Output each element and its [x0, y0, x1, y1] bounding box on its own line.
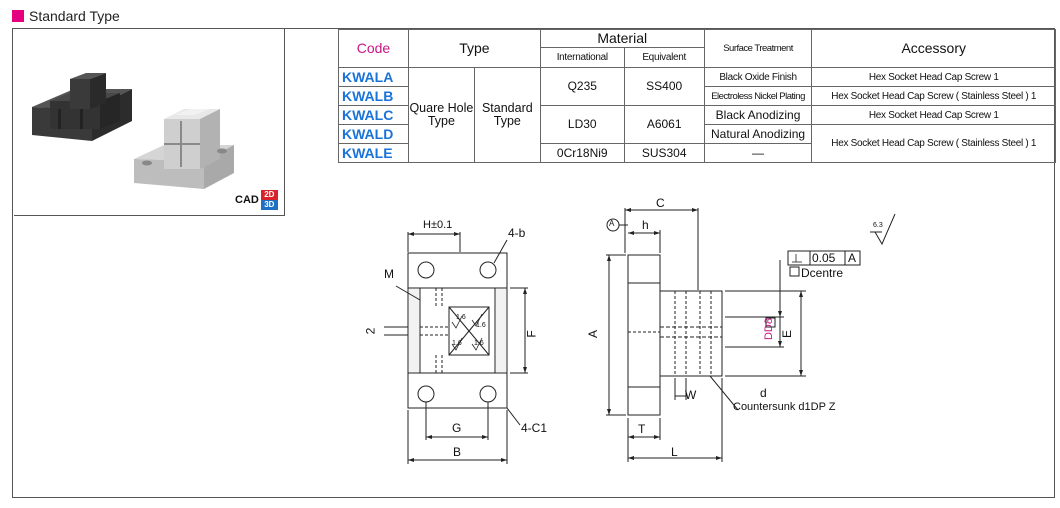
mat-0cr18ni9: 0Cr18Ni9	[539, 143, 625, 163]
dim-t: T	[638, 422, 646, 436]
dim-e: E	[780, 329, 795, 339]
col-type-header: Type	[407, 29, 541, 68]
dim-c: C	[656, 196, 665, 210]
dim-a: A	[586, 329, 601, 339]
dim-w: W	[685, 388, 697, 402]
type-standard: Standard Type	[473, 67, 541, 163]
col-accessory-header: Accessory	[811, 29, 1056, 68]
mat-a6061: A6061	[623, 105, 705, 144]
product-photo	[14, 29, 285, 216]
content-frame	[12, 28, 1055, 498]
mat-ss400: SS400	[623, 67, 705, 106]
cad-2d: 2D	[260, 189, 278, 200]
dim-d: d	[760, 386, 767, 400]
code-kwald[interactable]: KWALD	[338, 124, 409, 144]
hole-top-left	[417, 261, 435, 279]
surface-none: —	[703, 143, 813, 163]
cad-3d: 3D	[260, 199, 278, 210]
col-material-header: Material	[539, 29, 705, 48]
roughness-6-3: 6.3	[873, 222, 883, 229]
dim-h-tolerance: H±0.1	[423, 219, 453, 231]
roughness-2: 1.6	[476, 322, 486, 329]
hole-bottom-left	[417, 385, 435, 403]
hole-bottom-right	[479, 385, 497, 403]
dim-f: F	[524, 330, 539, 338]
dim-l: L	[671, 445, 678, 459]
dim-b: B	[453, 445, 462, 459]
side-view-outline	[627, 254, 661, 416]
product-illustration	[32, 73, 234, 189]
roughness-1: 1.6	[456, 314, 466, 321]
accessory-de: Hex Socket Head Cap Screw ( Stainless St…	[811, 124, 1056, 163]
section-title: Standard Type	[29, 8, 120, 24]
roughness-3: 1.6	[452, 340, 462, 347]
code-kwale[interactable]: KWALE	[338, 143, 409, 163]
mat-sus304: SUS304	[623, 143, 705, 163]
hole-top-right	[479, 261, 497, 279]
front-view-outline	[407, 252, 508, 409]
dim-2: 2	[363, 327, 378, 335]
spec-table: Code Type Material Surface Treatment Acc…	[338, 29, 1056, 163]
dim-d8: DD8	[763, 317, 776, 341]
cad-badge[interactable]: CAD 2D 3D	[235, 189, 278, 210]
code-kwala[interactable]: KWALA	[338, 67, 409, 87]
type-square-hole: Quare Hole Type	[407, 67, 475, 163]
datum-a: A	[609, 219, 615, 228]
tolerance-datum: A	[848, 251, 857, 265]
tolerance-value: 0.05	[812, 251, 836, 265]
dcentre-label: Dcentre	[801, 266, 844, 280]
section-marker-icon	[12, 10, 24, 22]
dim-h: h	[642, 218, 649, 232]
roughness-4: 1.6	[474, 340, 484, 347]
dim-g: G	[452, 421, 462, 435]
dim-4c1: 4-C1	[521, 421, 548, 435]
section-header: Standard Type	[12, 7, 120, 25]
countersunk-note: Countersunk d1DP Z	[733, 401, 836, 413]
dim-4b: 4-b	[508, 226, 526, 240]
dim-m: M	[384, 267, 394, 281]
cad-format-badge: 2D 3D	[260, 189, 278, 210]
cad-label: CAD	[235, 193, 259, 206]
mat-ld30: LD30	[539, 105, 625, 144]
